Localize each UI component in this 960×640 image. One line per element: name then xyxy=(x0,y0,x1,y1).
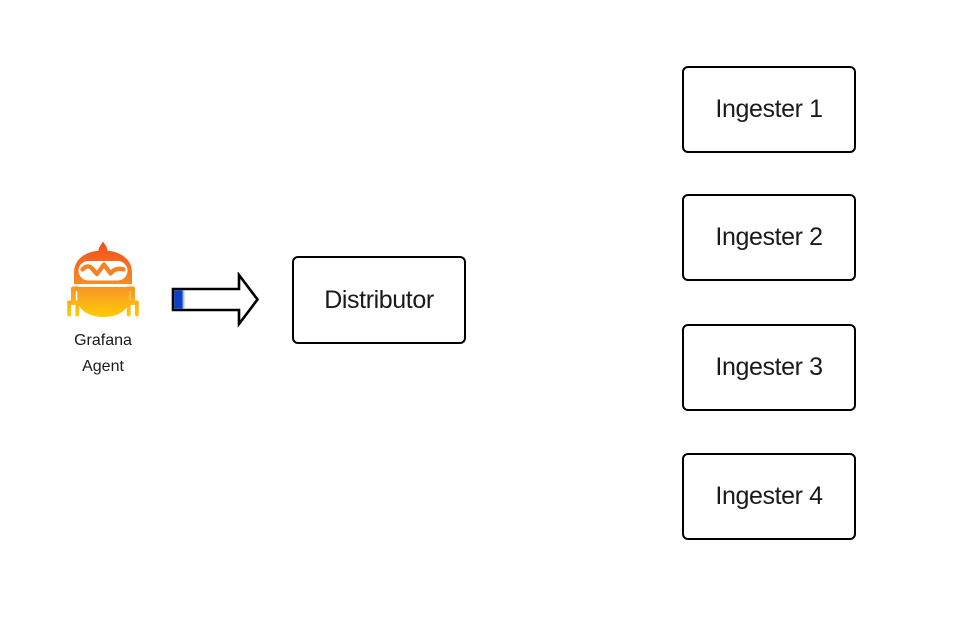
arrow-outline xyxy=(171,272,260,328)
agent-label: Grafana Agent xyxy=(46,328,160,380)
agent-body xyxy=(77,287,130,317)
node-ingester-4-label: Ingester 4 xyxy=(715,482,823,510)
agent-label-line2: Agent xyxy=(82,358,124,375)
node-distributor-label: Distributor xyxy=(324,285,434,314)
node-ingester-3: Ingester 3 xyxy=(682,324,856,411)
node-ingester-1: Ingester 1 xyxy=(682,66,856,153)
node-ingester-1-label: Ingester 1 xyxy=(715,95,823,123)
grafana-agent-icon xyxy=(67,241,139,317)
node-ingester-3-label: Ingester 3 xyxy=(715,353,823,381)
node-ingester-2-label: Ingester 2 xyxy=(715,223,823,251)
agent-goggles-squiggle xyxy=(80,262,126,277)
arrow-progress-fill xyxy=(174,290,185,309)
flow-arrow-icon xyxy=(171,272,260,328)
node-distributor: Distributor xyxy=(292,256,466,344)
agent-label-line1: Grafana xyxy=(74,332,132,349)
node-ingester-4: Ingester 4 xyxy=(682,453,856,540)
agent-right-arm xyxy=(125,286,139,317)
agent-left-arm xyxy=(67,286,81,317)
node-ingester-2: Ingester 2 xyxy=(682,194,856,281)
